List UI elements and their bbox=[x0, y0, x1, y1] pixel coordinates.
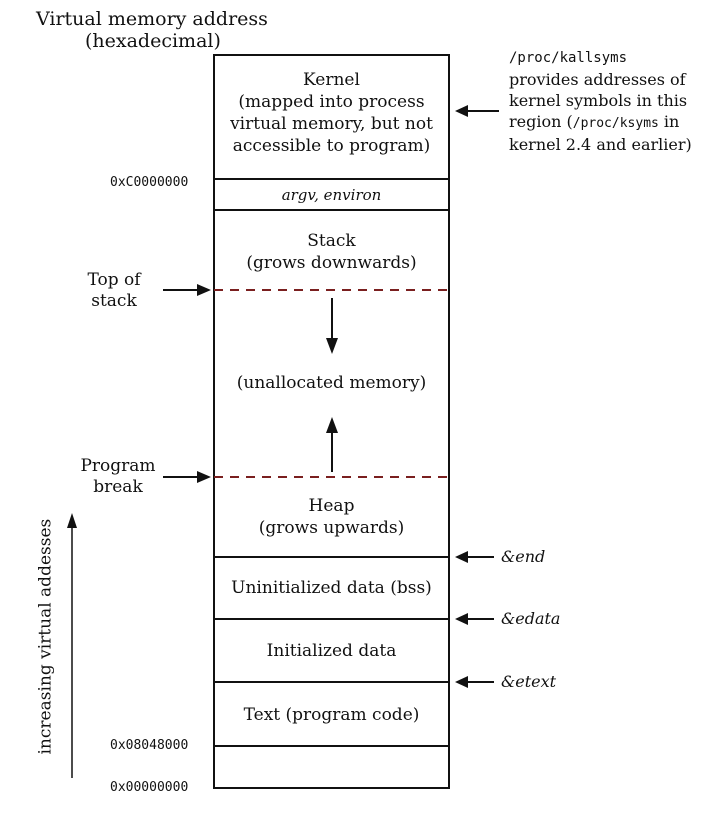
top-of-stack-label: Top of stack bbox=[87, 270, 141, 311]
heap-growth-arrow-head bbox=[326, 417, 338, 433]
kallsyms-line-5: kernel 2.4 and earlier) bbox=[509, 135, 692, 154]
edata-arrow-head bbox=[455, 613, 468, 625]
unallocated-segment-label: (unallocated memory) bbox=[236, 373, 427, 393]
bss-segment-label: Uninitialized data (bss) bbox=[231, 578, 432, 598]
text-segment-label: Text (program code) bbox=[243, 705, 420, 725]
kallsyms-line-4-suffix: in bbox=[658, 112, 680, 131]
increasing-addresses-axis-label: increasing virtual addesses bbox=[35, 518, 56, 755]
edata-symbol-label: &edata bbox=[501, 609, 561, 628]
argv-environ-segment-label: argv, environ bbox=[281, 186, 382, 204]
kallsyms-path: /proc/kallsyms bbox=[509, 50, 628, 66]
kallsyms-line-4-prefix: region ( bbox=[509, 112, 573, 131]
etext-arrow-head bbox=[455, 676, 468, 688]
top-of-stack-arrow-head bbox=[197, 284, 211, 296]
kallsyms-note: /proc/kallsyms provides addresses of ker… bbox=[509, 48, 712, 155]
kernel-segment-label: Kernel (mapped into process virtual memo… bbox=[230, 70, 433, 156]
initialized-data-segment-label: Initialized data bbox=[266, 641, 397, 661]
kallsyms-line-3: kernel symbols in this bbox=[509, 91, 688, 110]
end-symbol-label: &end bbox=[501, 547, 546, 566]
ksyms-path: /proc/ksyms bbox=[572, 116, 659, 131]
diagram-title: Virtual memory address (hexadecimal) bbox=[36, 8, 296, 52]
title-line-2: (hexadecimal) bbox=[85, 30, 221, 52]
program-break-label: Program break bbox=[80, 456, 156, 497]
title-line-1: Virtual memory address bbox=[36, 8, 268, 30]
kallsyms-line-4: region (/proc/ksyms in bbox=[509, 111, 712, 134]
stack-growth-arrow-head bbox=[326, 338, 338, 354]
address-zero: 0x00000000 bbox=[110, 780, 189, 795]
increasing-address-arrow-head bbox=[67, 513, 77, 528]
end-arrow-head bbox=[455, 551, 468, 563]
memory-box-outline bbox=[213, 54, 450, 789]
etext-symbol-label: &etext bbox=[501, 672, 557, 691]
heap-segment-label: Heap (grows upwards) bbox=[258, 496, 405, 538]
program-break-arrow-head bbox=[197, 471, 211, 483]
address-kernel-base: 0xC0000000 bbox=[110, 175, 189, 190]
kallsyms-arrow-head bbox=[455, 105, 468, 117]
kallsyms-line-2: provides addresses of bbox=[509, 70, 686, 89]
stack-segment-label: Stack (grows downwards) bbox=[246, 231, 417, 273]
address-text-base: 0x08048000 bbox=[110, 738, 189, 753]
